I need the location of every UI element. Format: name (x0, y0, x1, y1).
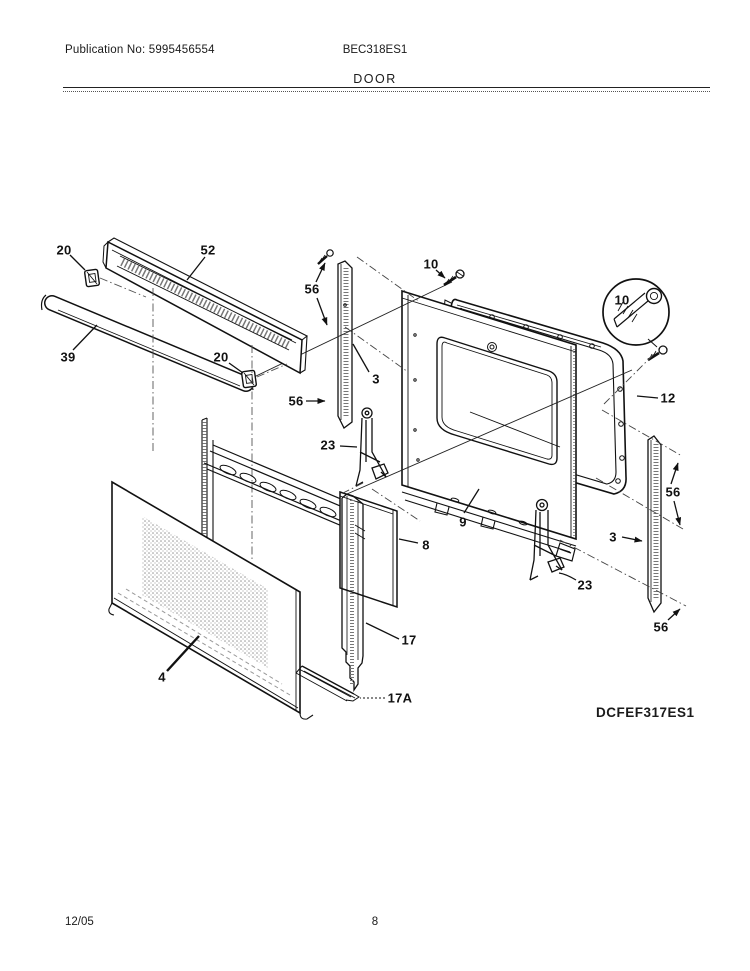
screw-10-side (647, 345, 668, 362)
callout-56-left: 56 (288, 393, 304, 409)
side-trim-3-left (337, 260, 353, 429)
callout-17: 17 (401, 632, 417, 648)
callout-23-left: 23 (320, 437, 336, 453)
page-title: DOOR (353, 72, 397, 86)
callout-3-left: 3 (372, 371, 380, 387)
clip-projection-lines (99, 277, 288, 560)
inner-door-panel-9 (401, 289, 577, 562)
bottom-trim-17A (295, 665, 360, 702)
screw-detail-circle-10 (602, 278, 670, 348)
header-rule-dotted (63, 91, 710, 92)
projection-dashes-right (340, 351, 687, 607)
callout-8: 8 (422, 537, 430, 553)
callout-52: 52 (200, 242, 216, 258)
hinge-left-23 (355, 407, 389, 487)
footer-date: 12/05 (65, 916, 94, 928)
inner-glass-8 (339, 490, 398, 609)
header-rule-solid (63, 87, 710, 88)
projection-dashes-left (344, 256, 421, 373)
callout-3-right: 3 (609, 529, 617, 545)
top-trim-52 (102, 237, 309, 375)
callout-56-right-upper: 56 (665, 484, 681, 500)
callout-23-right: 23 (577, 577, 593, 593)
callout-4: 4 (158, 669, 166, 685)
callout-17A: 17A (387, 690, 413, 706)
callout-20-top: 20 (56, 242, 72, 258)
side-rail-17 (341, 493, 366, 693)
callout-56-right-lower: 56 (653, 619, 669, 635)
door-handle-39 (40, 294, 254, 392)
footer-page-number: 8 (371, 916, 379, 928)
callout-10-screw: 10 (423, 256, 439, 272)
hinge-right-23 (529, 498, 565, 581)
diagram-reference-code: DCFEF317ES1 (596, 705, 695, 720)
leader-lines (69, 254, 682, 699)
screw-10-top (443, 269, 465, 287)
callout-10-circle: 10 (614, 292, 630, 308)
screw-56-topleft (317, 249, 334, 265)
projection-line (346, 369, 633, 495)
callout-20-mid: 20 (213, 349, 229, 365)
handle-clip-20-left (84, 268, 100, 288)
outer-glass-4 (108, 480, 314, 720)
callout-56-topleft: 56 (304, 281, 320, 297)
handle-clip-20-right (241, 369, 257, 389)
model-number: BEC318ES1 (342, 44, 408, 56)
callout-12: 12 (660, 390, 676, 406)
callout-39: 39 (60, 349, 76, 365)
side-trim-3-right (647, 435, 662, 614)
callout-9: 9 (459, 514, 467, 530)
publication-number: Publication No: 5995456554 (65, 44, 215, 56)
